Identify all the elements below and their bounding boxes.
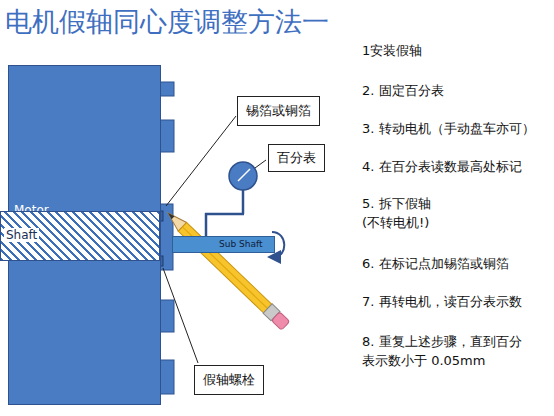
step-text: 2. 固定百分表 [362,82,444,101]
gauge-stem [242,189,245,214]
dial-gauge [229,162,257,190]
diagram-title: 电机假轴同心度调整方法一 [5,4,329,40]
step-text: 4. 在百分表读数最高处标记 [362,158,522,177]
motor-lug [160,120,174,152]
node-label: 锡箔或铜箔 [246,102,311,120]
step-text: 6. 在标记点加锡箔或铜箔 [362,255,509,274]
sub-shaft: Sub Shaft [172,236,275,253]
leader-line [255,160,266,168]
gauge-needle [238,169,250,181]
step-text: 3. 转动电机（手动盘车亦可） [362,120,535,139]
step-text: 8. 重复上述步骤，直到百分 表示数小于 0.05mm [362,333,530,371]
pencil-eraser [271,312,289,330]
node-label: Sub Shaft [219,239,262,250]
callout-box: 锡箔或铜箔 [237,96,320,126]
motor-lug [160,82,174,96]
callout-box: 百分表 [268,144,325,172]
step-text: 5. 拆下假轴 (不转电机!) [362,195,444,233]
motor-lug [160,360,174,394]
leader-line [163,268,198,363]
motor-shaft: Shaft [0,211,160,261]
pencil-lead [167,211,175,219]
step-text: 1安装假轴 [362,42,422,61]
node-label: 百分表 [277,149,316,167]
callout-box: 假轴螺栓 [194,365,264,395]
gauge-probe [205,213,208,236]
gauge-arm [205,213,244,216]
node-label: 假轴螺栓 [203,371,255,389]
motor-lug [160,300,174,332]
step-text: 7. 再转电机，读百分表示数 [362,293,522,312]
pencil [164,208,291,330]
leader-line [166,116,236,206]
node-label: Shaft [4,228,39,242]
